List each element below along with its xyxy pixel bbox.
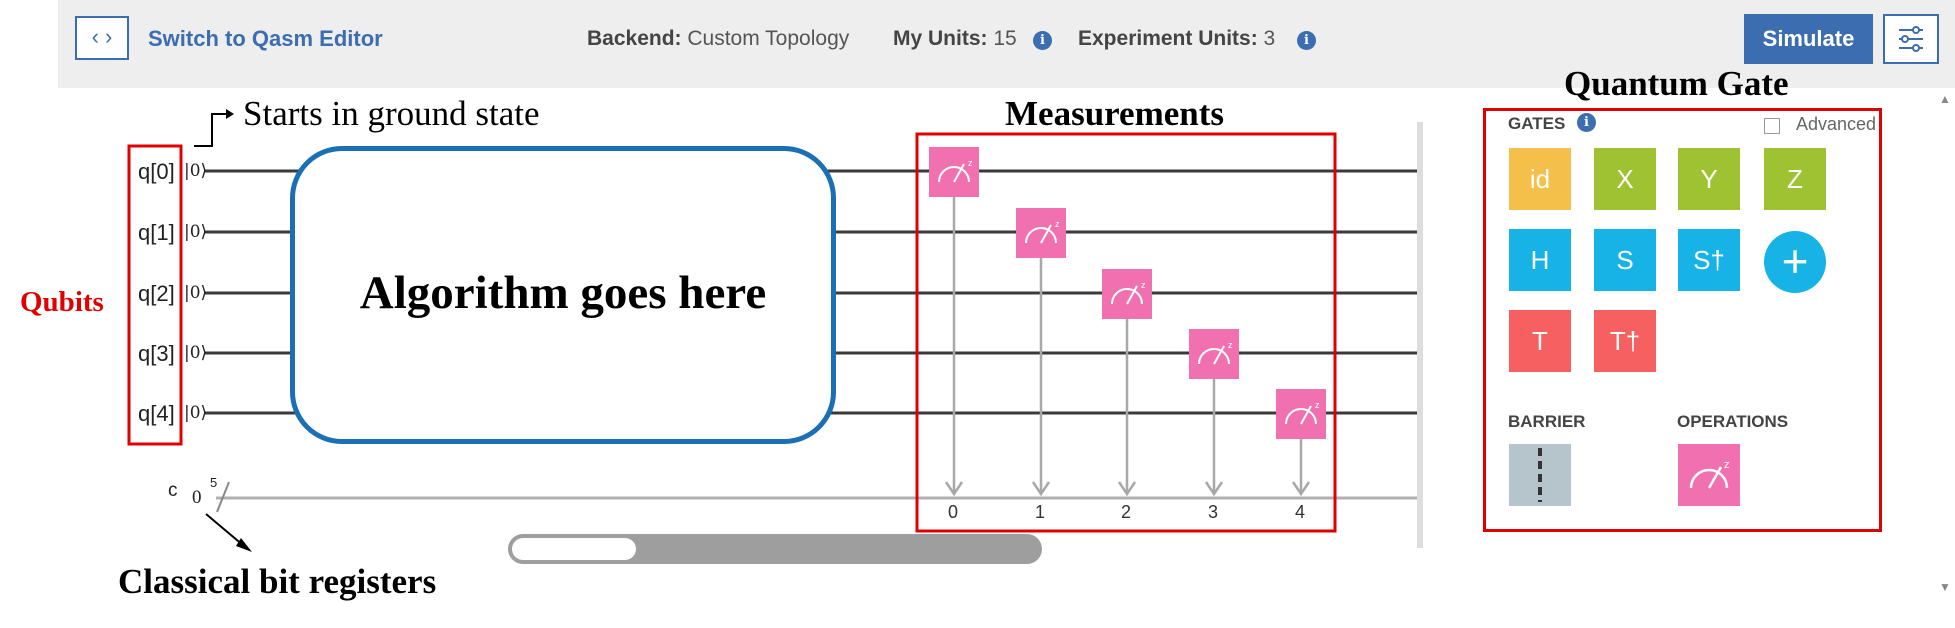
simulate-button[interactable]: Simulate <box>1744 14 1873 64</box>
top-toolbar <box>58 0 1955 88</box>
classical-init-value: 0 <box>192 487 202 508</box>
initial-state-label: |0⟩ <box>184 283 208 303</box>
measure-gate[interactable]: z <box>1102 269 1152 319</box>
code-brackets-icon[interactable]: ‹ › <box>75 16 129 60</box>
measure-gate[interactable]: z <box>1016 208 1066 258</box>
initial-state-label: |0⟩ <box>184 161 208 181</box>
gate-y[interactable]: Y <box>1678 148 1740 210</box>
arrow-head <box>226 109 234 119</box>
measurements-highlight-box <box>915 132 1337 533</box>
info-icon[interactable]: i <box>1577 113 1596 132</box>
gate-x[interactable]: X <box>1594 148 1656 210</box>
svg-text:z: z <box>968 158 973 168</box>
svg-text:z: z <box>1724 459 1730 471</box>
sliders-icon <box>1899 26 1923 52</box>
info-icon[interactable]: i <box>1033 31 1052 50</box>
bit-label: 2 <box>1121 502 1132 522</box>
bit-label: 3 <box>1208 502 1219 522</box>
qubit-label: q[0] <box>138 159 175 184</box>
scrollbar-thumb[interactable] <box>512 538 636 560</box>
gate-palette-highlight-box <box>1483 108 1882 532</box>
classical-bits-annotation: Classical bit registers <box>118 562 437 601</box>
measure-icon: z <box>1689 459 1730 489</box>
barrier-gate[interactable] <box>1509 444 1571 506</box>
scroll-up-icon[interactable]: ▲ <box>1939 92 1951 106</box>
settings-button[interactable] <box>1883 14 1939 64</box>
gate-t-dagger[interactable]: T† <box>1594 310 1656 372</box>
gate-s[interactable]: S <box>1594 229 1656 291</box>
measure-gate[interactable]: z <box>929 147 979 197</box>
measure-gate[interactable]: z <box>1276 389 1326 439</box>
gate-id[interactable]: id <box>1509 148 1571 210</box>
advanced-label: Advanced <box>1796 114 1877 134</box>
svg-text:z: z <box>1228 340 1233 350</box>
classical-width: 5 <box>210 475 218 490</box>
algorithm-label: Algorithm goes here <box>359 267 767 319</box>
experiment-units-info: Experiment Units: 3 <box>1078 27 1275 51</box>
experiment-units-value: 3 <box>1263 27 1276 50</box>
switch-to-qasm-link[interactable]: Switch to Qasm Editor <box>148 26 383 51</box>
gate-z[interactable]: Z <box>1764 148 1826 210</box>
ground-state-arrow <box>194 113 228 147</box>
operations-section-title: OPERATIONS <box>1677 412 1789 431</box>
classical-arrow <box>205 513 245 547</box>
scroll-down-icon[interactable]: ▼ <box>1939 580 1951 594</box>
my-units-key: My Units: <box>893 27 988 50</box>
my-units-info: My Units: 15 <box>893 27 1017 51</box>
svg-text:z: z <box>1055 219 1060 229</box>
arrow-head <box>236 538 252 552</box>
register-slash <box>216 481 230 513</box>
advanced-checkbox[interactable] <box>1764 118 1780 134</box>
backend-info: Backend: Custom Topology <box>587 27 849 51</box>
gate-cnot[interactable]: + <box>1764 231 1826 293</box>
qubit-label: q[1] <box>138 220 175 245</box>
quantum-gate-annotation: Quantum Gate <box>1564 64 1789 103</box>
barrier-section-title: BARRIER <box>1508 412 1586 431</box>
backend-value: Custom Topology <box>687 27 850 50</box>
my-units-value: 15 <box>993 27 1017 50</box>
gate-t[interactable]: T <box>1509 310 1571 372</box>
measurements-annotation: Measurements <box>1005 94 1225 133</box>
bit-label: 4 <box>1295 502 1306 522</box>
bit-label: 1 <box>1035 502 1046 522</box>
info-icon[interactable]: i <box>1297 31 1316 50</box>
gate-s-dagger[interactable]: S† <box>1678 229 1740 291</box>
qubit-label: q[4] <box>138 401 175 426</box>
measure-operation[interactable]: z <box>1678 444 1740 506</box>
qubits-highlight-box <box>127 144 183 446</box>
initial-state-label: |0⟩ <box>184 222 208 242</box>
ground-state-annotation: Starts in ground state <box>243 94 540 133</box>
classical-register-label: c <box>168 480 178 501</box>
algorithm-placeholder <box>290 146 836 444</box>
svg-text:z: z <box>1315 400 1320 410</box>
barrier-icon <box>1538 448 1542 502</box>
measure-gate[interactable]: z <box>1189 329 1239 379</box>
experiment-units-key: Experiment Units: <box>1078 27 1258 50</box>
gate-h[interactable]: H <box>1509 229 1571 291</box>
bit-label: 0 <box>948 502 959 522</box>
qubit-label: q[2] <box>138 281 175 306</box>
initial-state-label: |0⟩ <box>184 403 208 423</box>
svg-text:z: z <box>1141 280 1146 290</box>
backend-key: Backend: <box>587 27 682 50</box>
qubit-label: q[3] <box>138 341 175 366</box>
qubits-annotation: Qubits <box>20 286 104 318</box>
initial-state-label: |0⟩ <box>184 343 208 363</box>
gates-section-title: GATES <box>1508 114 1566 133</box>
measurement-connectors <box>944 196 1311 497</box>
